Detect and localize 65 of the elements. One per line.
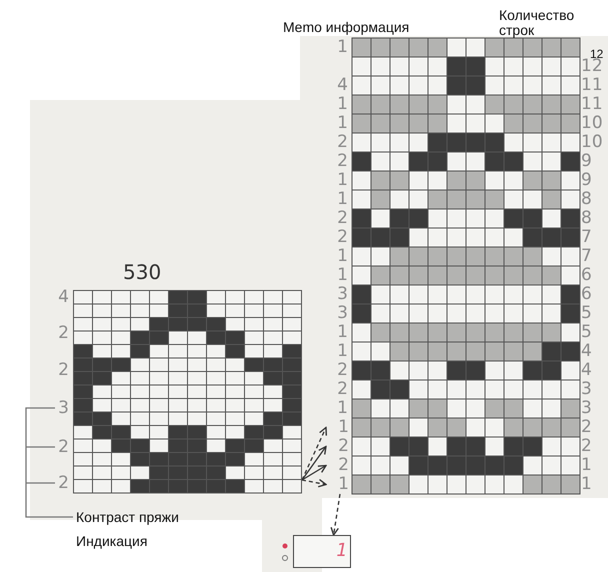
row-count: 2 [581, 418, 592, 437]
memo-number: 1 [337, 323, 348, 342]
memo-number: 3 [337, 304, 348, 323]
pattern-number: 530 [123, 262, 162, 282]
row-count: 10 [581, 133, 603, 152]
row-count: 7 [581, 228, 592, 247]
memo-number: 2 [322, 456, 349, 475]
memo-number: 2 [337, 361, 348, 380]
memo-number: 2 [337, 228, 348, 247]
arrow [302, 464, 327, 481]
memo-number: 2 [58, 361, 69, 380]
memo-number: 1 [337, 171, 348, 190]
arrow [301, 426, 327, 480]
memo-number: 1 [322, 475, 349, 494]
caption-text: Индикация [76, 534, 148, 548]
row-count: 3 [581, 380, 592, 399]
row-count: 11 [581, 76, 603, 95]
row-count: 6 [581, 285, 592, 304]
memo-number: 2 [322, 437, 349, 456]
row-count: 8 [581, 209, 592, 228]
arrow [302, 478, 327, 488]
row-count: 10 [581, 114, 603, 133]
row-count: 2 [581, 437, 592, 456]
row-count: 6 [581, 266, 592, 285]
row-count: 5 [581, 323, 592, 342]
row-count: 12 [581, 57, 603, 76]
row-count: 9 [581, 152, 592, 171]
heading: Memo информация [283, 20, 410, 34]
memo-number: 2 [58, 438, 69, 457]
memo-number: 1 [337, 247, 348, 266]
memo-number: 1 [337, 342, 348, 361]
display-panel [293, 535, 351, 568]
memo-number: 1 [337, 95, 348, 114]
row-count: 12 [590, 48, 604, 60]
memo-number: 3 [58, 399, 69, 418]
memo-number: 2 [58, 474, 69, 493]
row-count: 9 [581, 171, 592, 190]
caption-text: Контраст пряжи [76, 510, 179, 524]
arrow [301, 446, 327, 480]
memo-number: 1 [337, 114, 348, 133]
memo-number: 1 [337, 399, 348, 418]
memo-number: 1 [322, 418, 349, 437]
row-count: 4 [581, 361, 592, 380]
row-count: 3 [581, 399, 592, 418]
memo-number: 2 [58, 324, 69, 343]
row-count: 7 [581, 247, 592, 266]
row-count: 1 [581, 475, 592, 494]
heading: Количество строк [499, 8, 576, 38]
display-digit: 1 [336, 542, 347, 560]
memo-number: 1 [337, 266, 348, 285]
row-count: 4 [581, 342, 592, 361]
memo-number: 4 [337, 76, 348, 95]
memo-number: 4 [58, 288, 69, 307]
memo-number: 2 [337, 152, 348, 171]
row-count: 8 [581, 190, 592, 209]
row-count: 5 [581, 304, 592, 323]
memo-number: 1 [337, 190, 348, 209]
row-count: 1 [581, 456, 592, 475]
memo-number: 1 [337, 38, 348, 57]
memo-number: 3 [337, 285, 348, 304]
arrow [330, 494, 341, 536]
memo-number: 2 [337, 133, 348, 152]
row-count: 11 [581, 95, 603, 114]
memo-number: 2 [337, 209, 348, 228]
memo-number: 2 [337, 380, 348, 399]
